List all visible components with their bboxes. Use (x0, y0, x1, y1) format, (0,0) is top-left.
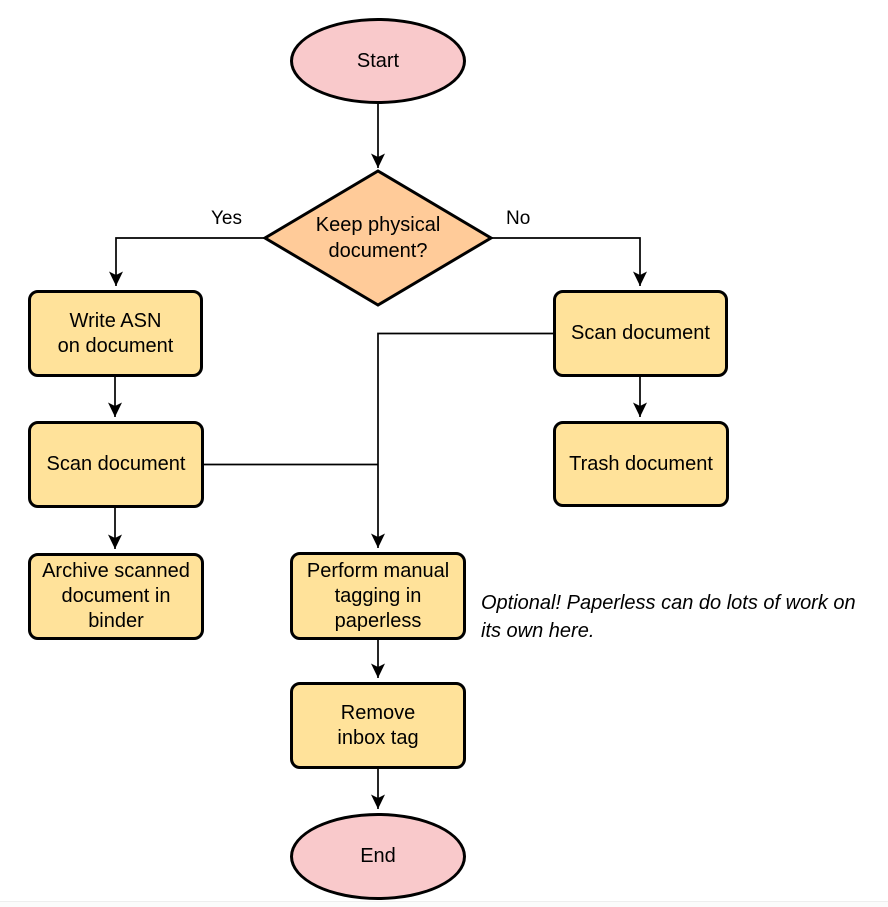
edge-label-no: No (506, 208, 531, 229)
edge-decision-no-to-scan-right (491, 237, 647, 286)
viewport-bottom-edge (0, 901, 888, 907)
node-decision: Keep physical document? (276, 202, 480, 274)
node-end: End (290, 813, 466, 900)
node-remove-inbox-tag-label: Remove inbox tag (337, 701, 419, 749)
node-archive-scanned-document: Archive scanned document in binder (28, 553, 204, 640)
node-trash-document: Trash document (553, 421, 729, 507)
edge-label-yes: Yes (211, 208, 242, 229)
node-scan-document-left: Scan document (28, 421, 204, 508)
node-remove-inbox-tag: Remove inbox tag (290, 682, 466, 769)
node-archive-label: Archive scanned document in binder (42, 560, 190, 632)
edge-scan-right-to-tagging (371, 332, 553, 548)
decision-diamond-shape (262, 169, 494, 307)
edge-decision-yes-to-write-asn (109, 237, 265, 286)
annotation-optional-note: Optional! Paperless can do lots of work … (481, 592, 856, 642)
node-write-asn-on-document: Write ASN on document (28, 290, 203, 377)
node-tagging-label: Perform manual tagging in paperless (306, 559, 450, 632)
node-scan-document-right: Scan document (553, 290, 728, 377)
node-perform-manual-tagging: Perform manual tagging in paperless (290, 552, 466, 640)
node-scan-document-left-label: Scan document (46, 453, 186, 475)
node-trash-document-label: Trash document (569, 452, 713, 475)
node-write-asn-label: Write ASN on document (57, 309, 174, 357)
node-scan-document-right-label: Scan document (571, 322, 710, 344)
node-end-label: End (360, 845, 396, 867)
node-start: Start (290, 18, 466, 104)
node-start-label: Start (356, 49, 400, 72)
node-decision-label: Keep physical document? (315, 214, 441, 262)
